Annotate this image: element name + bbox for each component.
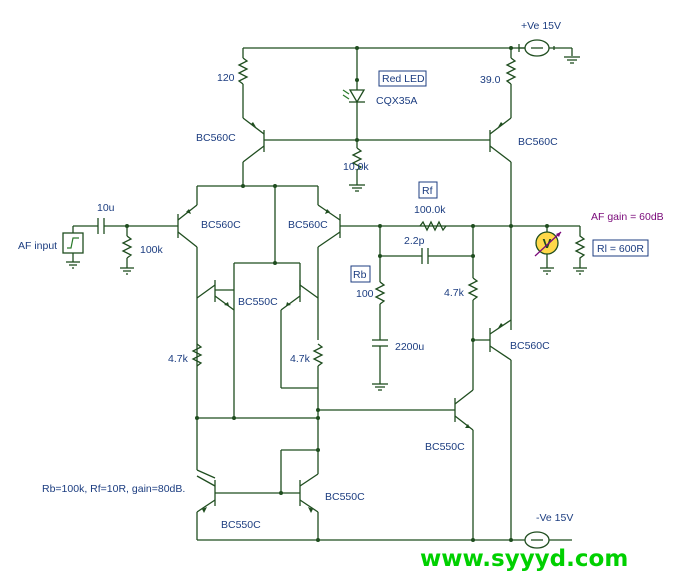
- red-led-label: Red LED: [382, 73, 425, 85]
- resistor-120: [237, 48, 249, 118]
- rl-box: [592, 239, 649, 257]
- rf-box-label: Rf: [422, 185, 433, 197]
- q-diff-right-label: BC560C: [288, 219, 328, 231]
- transistor-driver-npn: [454, 340, 474, 540]
- rl-box-label: Rl = 600R: [597, 243, 644, 255]
- resistor-4k7-mid: [312, 343, 324, 388]
- capacitor-2200u-label: 2200u: [395, 341, 424, 353]
- led-part-label: CQX35A: [376, 95, 417, 107]
- q-driver-npn-label: BC550C: [425, 441, 465, 453]
- resistor-4k7-left-label: 4.7k: [168, 353, 189, 365]
- red-led-box: [378, 70, 427, 87]
- q-top-right-label: BC560C: [518, 136, 558, 148]
- capacitor-10u-label: 10u: [97, 202, 115, 214]
- af-input-label: AF input: [18, 240, 57, 252]
- diff-tail: [197, 184, 318, 265]
- gain-note: Rb=100k, Rf=10R, gain=80dB.: [42, 483, 185, 495]
- watermark-text: www.syyyd.com: [420, 546, 628, 572]
- red-led: [342, 48, 366, 140]
- capacitor-2p2-label: 2.2p: [404, 235, 425, 247]
- resistor-39-label: 39.0: [480, 74, 501, 86]
- capacitor-10u: [97, 218, 178, 234]
- q-mirror-label: BC550C: [238, 296, 278, 308]
- transistor-driver-pnp: [473, 319, 512, 540]
- positive-rail: [243, 46, 580, 64]
- transistor-diff-left: [177, 186, 198, 418]
- positive-supply-label: +Ve 15V: [521, 20, 561, 32]
- af-input-source: [62, 225, 98, 269]
- bottom-current-source: [196, 448, 525, 542]
- af-gain-label: AF gain = 60dB: [591, 211, 664, 223]
- q-driver-pnp-label: BC560C: [510, 340, 550, 352]
- resistor-39: [505, 48, 517, 118]
- q-top-left-label: BC560C: [196, 132, 236, 144]
- q-bottom-right-label: BC550C: [325, 491, 365, 503]
- resistor-4k7-mid-label: 4.7k: [290, 353, 311, 365]
- resistor-4k7-left: [191, 343, 203, 367]
- negative-supply-label: -Ve 15V: [536, 512, 573, 524]
- resistor-feedback-label: 100.0k: [414, 204, 446, 216]
- q-diff-left-label: BC560C: [201, 219, 241, 231]
- resistor-100k-input: [120, 226, 134, 275]
- rf-box: [418, 181, 438, 199]
- voltmeter-icon: V: [543, 236, 552, 251]
- resistor-100k-input-label: 100k: [140, 244, 164, 256]
- output-meter-load: V: [511, 224, 587, 275]
- transistor-top-right: [489, 117, 512, 330]
- rb-box: [350, 265, 371, 283]
- transistor-top-left: [242, 117, 265, 186]
- current-mirror-pair: [196, 262, 319, 418]
- rb-box-label: Rb: [353, 269, 367, 281]
- resistor-100-label: 100: [356, 288, 374, 300]
- bias-line: [264, 138, 490, 192]
- mid-links: [195, 388, 455, 470]
- q-bottom-left-label: BC550C: [221, 519, 261, 531]
- resistor-4k7-right-label: 4.7k: [444, 287, 465, 299]
- negative-supply-source: [524, 531, 572, 549]
- resistor-120-label: 120: [217, 72, 235, 84]
- positive-supply-source: [518, 39, 555, 57]
- feedback-network: [372, 220, 513, 391]
- resistor-10k-label: 10.0k: [343, 161, 369, 173]
